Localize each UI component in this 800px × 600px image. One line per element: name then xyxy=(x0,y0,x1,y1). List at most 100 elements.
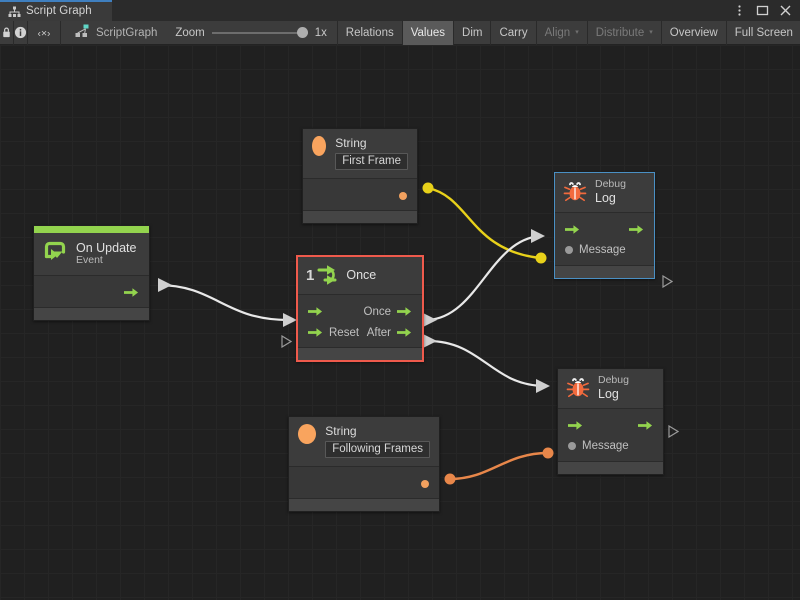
node-header-text: Debug Log xyxy=(595,178,626,205)
arrow-right-green-icon xyxy=(308,307,323,316)
unconnected-input-triangle-reset[interactable] xyxy=(281,335,292,348)
wire-arrow-onupdate xyxy=(158,278,172,292)
value-output-port[interactable] xyxy=(421,479,429,488)
kebab-menu-icon[interactable] xyxy=(733,4,746,17)
string-value-icon xyxy=(312,136,327,156)
string-value-field[interactable]: Following Frames xyxy=(325,441,430,458)
node-title: String xyxy=(335,136,367,150)
close-icon[interactable] xyxy=(779,4,792,17)
wire-dot-log2-message xyxy=(542,447,554,459)
zoom-slider[interactable] xyxy=(211,27,308,39)
port-row-trigger-out[interactable] xyxy=(34,282,149,303)
align-dropdown[interactable]: Align ▾ xyxy=(535,20,587,45)
port-row-enter[interactable]: Once xyxy=(298,301,422,322)
node-footer xyxy=(289,498,439,511)
dot-orange-icon xyxy=(421,479,429,488)
maximize-icon[interactable] xyxy=(756,4,769,17)
string-value-field[interactable]: First Frame xyxy=(335,153,408,170)
after-output-label: After xyxy=(366,326,391,339)
node-footer xyxy=(558,460,663,474)
zoom-slider-handle[interactable] xyxy=(296,27,308,38)
wire-arrow-after-out xyxy=(423,334,437,348)
node-body: Message xyxy=(558,408,663,461)
port-row-value-out[interactable] xyxy=(303,185,417,206)
node-header: String First Frame xyxy=(303,129,417,179)
node-header: On Update Event xyxy=(34,233,149,276)
port-row-reset[interactable]: Reset After xyxy=(298,322,422,343)
trigger-input-port[interactable] xyxy=(568,420,583,431)
trigger-output-port[interactable] xyxy=(629,224,644,235)
node-string-following-frames[interactable]: String Following Frames xyxy=(288,416,440,512)
lock-icon[interactable] xyxy=(0,20,14,45)
distribute-dropdown[interactable]: Distribute ▾ xyxy=(586,20,661,45)
port-row-flow[interactable] xyxy=(555,219,654,240)
node-debug-log-bottom[interactable]: Debug Log xyxy=(557,368,664,475)
node-header-text: String Following Frames xyxy=(325,424,430,458)
once-repeat-icon: 1 xyxy=(306,263,338,287)
once-badge: 1 xyxy=(306,266,315,284)
enter-input-port[interactable] xyxy=(308,306,323,317)
tab-script-graph[interactable]: Script Graph xyxy=(0,0,112,21)
node-string-first-frame[interactable]: String First Frame xyxy=(302,128,418,224)
repeat-arrows-icon xyxy=(317,265,337,285)
relations-button[interactable]: Relations xyxy=(336,20,402,45)
fullscreen-button[interactable]: Full Screen xyxy=(725,20,800,45)
graph-canvas[interactable]: On Update Event Strin xyxy=(0,45,800,600)
zoom-value: 1x xyxy=(314,26,327,39)
node-footer xyxy=(298,347,422,360)
wire-after-to-log2 xyxy=(427,339,546,388)
message-input-port[interactable]: Message xyxy=(565,244,626,256)
node-debug-log-top[interactable]: Debug Log xyxy=(554,172,655,279)
message-input-label: Message xyxy=(582,440,629,453)
message-input-port[interactable]: Message xyxy=(568,440,629,452)
wire-dot-followingframes-out xyxy=(444,473,456,485)
value-output-port[interactable] xyxy=(399,191,407,200)
overview-button-label: Overview xyxy=(669,26,718,39)
node-body: Once Reset After xyxy=(298,295,422,347)
svg-text:‹×›: ‹×› xyxy=(38,28,51,39)
node-on-update[interactable]: On Update Event xyxy=(33,225,150,321)
code-icon[interactable]: ‹×› xyxy=(28,20,61,45)
tab-label: Script Graph xyxy=(26,4,92,17)
chevron-down-icon: ▾ xyxy=(575,29,579,36)
relations-button-label: Relations xyxy=(345,26,394,39)
after-output-port[interactable]: After xyxy=(367,327,412,339)
node-footer xyxy=(303,210,417,223)
node-footer xyxy=(555,264,654,278)
unconnected-output-triangle-log2[interactable] xyxy=(668,425,679,438)
info-icon[interactable] xyxy=(14,20,28,45)
arrow-right-green-icon xyxy=(308,328,323,337)
node-once[interactable]: 1 Once xyxy=(296,255,424,362)
carry-button-label: Carry xyxy=(499,26,528,39)
port-row-value-out[interactable] xyxy=(289,473,439,494)
once-output-label: Once xyxy=(363,305,392,318)
port-row-flow[interactable] xyxy=(558,415,663,436)
values-button[interactable]: Values xyxy=(401,20,454,45)
distribute-dropdown-label: Distribute xyxy=(595,26,645,39)
node-subtitle: Debug xyxy=(595,178,626,190)
graph-hierarchy-icon xyxy=(8,5,21,17)
breadcrumb[interactable]: ScriptGraph xyxy=(61,21,167,45)
once-output-port[interactable]: Once xyxy=(364,306,413,318)
trigger-output-port[interactable] xyxy=(124,287,139,298)
carry-button[interactable]: Carry xyxy=(490,20,535,45)
node-title: Log xyxy=(598,386,619,401)
fullscreen-button-label: Full Screen xyxy=(734,26,793,39)
node-header: String Following Frames xyxy=(289,417,439,467)
node-header-text: String First Frame xyxy=(335,136,408,170)
trigger-input-port[interactable] xyxy=(565,224,580,235)
dim-button[interactable]: Dim xyxy=(453,20,490,45)
port-row-message[interactable]: Message xyxy=(555,240,654,261)
port-row-message[interactable]: Message xyxy=(558,436,663,457)
chevron-down-icon: ▾ xyxy=(649,29,653,36)
reset-input-port[interactable]: Reset xyxy=(308,327,359,339)
unconnected-output-triangle-log1[interactable] xyxy=(662,275,673,288)
arrow-right-green-icon xyxy=(629,225,644,234)
overview-button[interactable]: Overview xyxy=(660,20,726,45)
arrow-right-green-icon xyxy=(397,328,412,337)
trigger-output-port[interactable] xyxy=(638,420,653,431)
node-subtitle: Event xyxy=(76,253,103,266)
align-dropdown-label: Align xyxy=(544,26,571,39)
connection-wires xyxy=(157,182,554,485)
